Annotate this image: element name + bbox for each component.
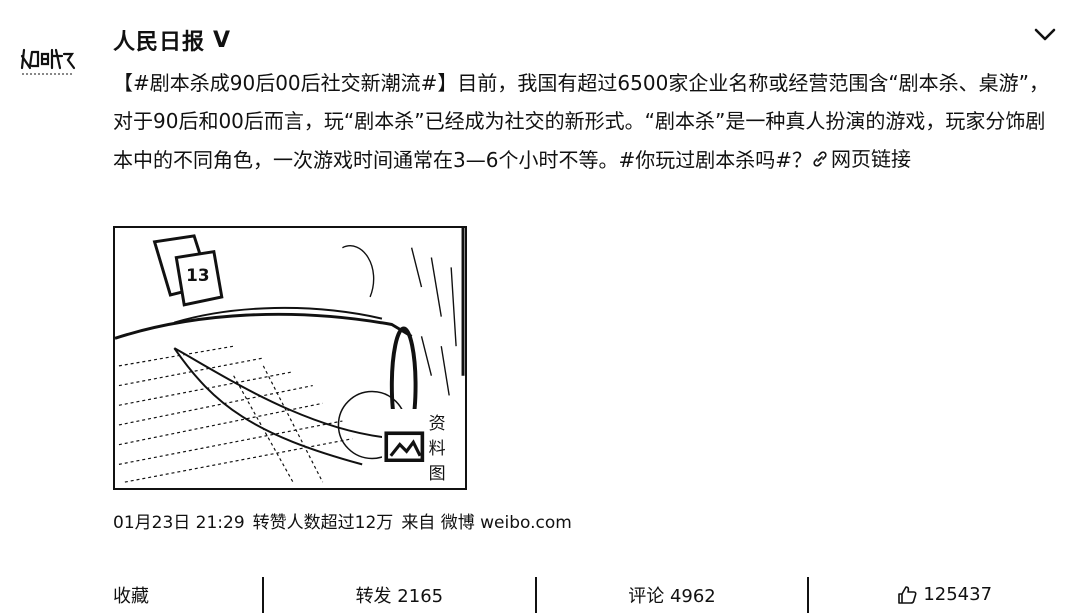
comment-label: 评论 4962: [628, 585, 716, 607]
post-text: 【#剧本杀成90后00后社交新潮流#】目前，我国有超过6500家企业名称或经营范…: [113, 64, 1053, 179]
image-caption: 资料图: [382, 409, 459, 484]
like-count: 125437: [923, 584, 993, 605]
web-link-label: 网页链接: [830, 147, 911, 171]
divider: [262, 576, 264, 613]
like-button[interactable]: 125437: [809, 577, 1080, 613]
image-icon: [384, 431, 425, 462]
hashtag-link-2[interactable]: #你玩过剧本杀吗#？: [618, 148, 812, 172]
avatar[interactable]: [18, 44, 80, 78]
action-bar: 收藏 转发 2165 评论 4962 125437: [0, 574, 1080, 615]
repost-count-note: 转赞人数超过12万: [252, 513, 394, 533]
card-number: 13: [186, 265, 209, 285]
favorite-label: 收藏: [113, 585, 149, 607]
post-meta: 01月23日 21:29 转赞人数超过12万 来自 微博 weibo.com: [113, 508, 572, 533]
repost-button[interactable]: 转发 2165: [264, 577, 535, 613]
avatar-logo: [20, 48, 76, 75]
account-name-row[interactable]: 人民日报 V: [113, 24, 231, 56]
link-icon: [813, 151, 827, 167]
post-source[interactable]: 来自 微博 weibo.com: [401, 513, 572, 533]
repost-label: 转发 2165: [355, 585, 444, 607]
web-link[interactable]: 网页链接: [812, 140, 911, 178]
favorite-button[interactable]: 收藏: [0, 577, 262, 613]
comment-button[interactable]: 评论 4962: [537, 577, 808, 613]
verified-badge: V: [213, 27, 232, 53]
thumbs-up-icon: [898, 585, 917, 604]
post-body: 目前，我国有超过6500家企业名称或经营范围含“剧本杀、桌游”，对于90后和00…: [113, 71, 1050, 172]
divider: [534, 576, 537, 613]
divider: [807, 576, 810, 613]
image-caption-label: 资料图: [428, 414, 446, 484]
post-image[interactable]: 13 资料图: [113, 226, 467, 490]
hashtag-link[interactable]: 【#剧本杀成90后00后社交新潮流#】: [113, 71, 458, 95]
account-name[interactable]: 人民日报: [113, 30, 206, 55]
chevron-down-icon[interactable]: [1034, 28, 1056, 42]
post-date[interactable]: 01月23日 21:29: [113, 513, 245, 533]
